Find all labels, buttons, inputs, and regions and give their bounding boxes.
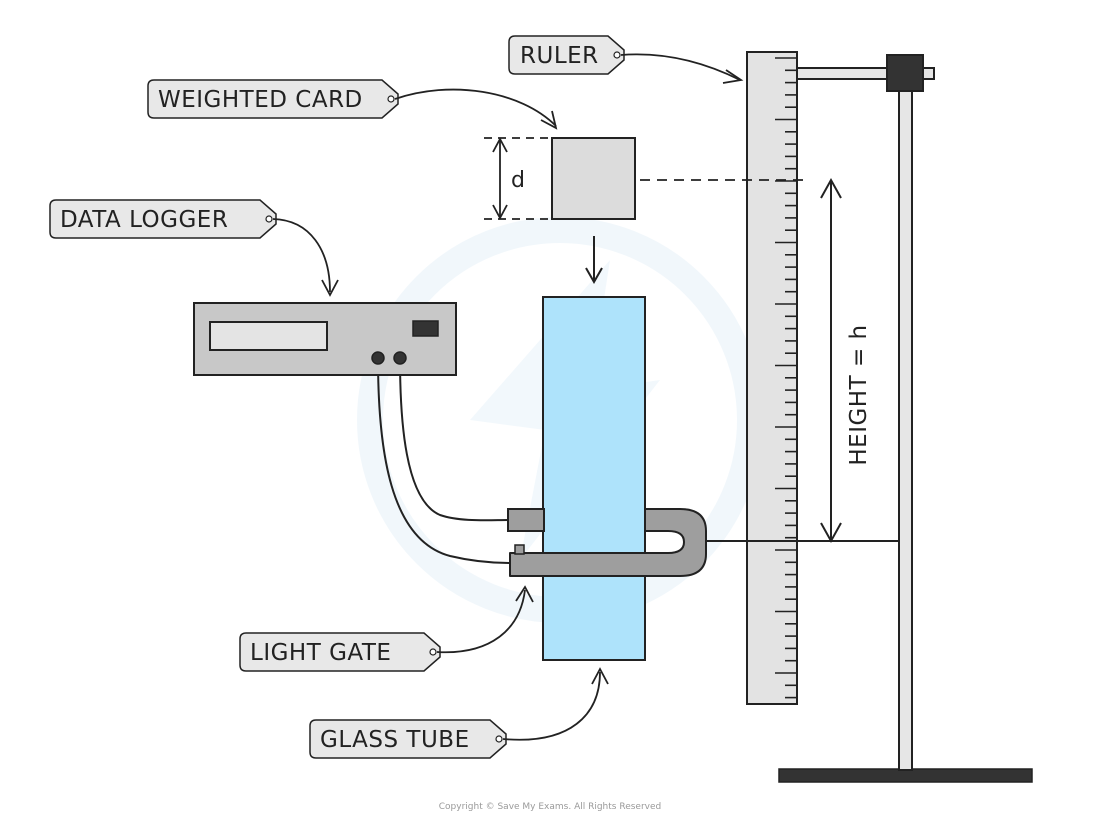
- glass-tube-pointer: [502, 671, 601, 741]
- stand-rod: [898, 81, 913, 771]
- logger-display: [209, 321, 328, 351]
- card-width-dimension: [484, 137, 552, 220]
- height-arrow: [820, 177, 842, 544]
- data-logger-tag: DATA LOGGER: [49, 199, 277, 239]
- glass-tube-tag-label: GLASS TUBE: [320, 727, 470, 753]
- glass-tube: [542, 296, 646, 661]
- light-gate-tag: LIGHT GATE: [239, 632, 441, 672]
- logger-socket-2: [393, 351, 407, 365]
- falling-arrow: [585, 236, 603, 285]
- card-width-label: d: [511, 168, 525, 193]
- weighted-card-tag-label: WEIGHTED CARD: [158, 87, 363, 113]
- data-logger: [193, 302, 457, 376]
- copyright-text: Copyright © Save My Exams. All Rights Re…: [439, 802, 661, 812]
- height-label: HEIGHT = h: [846, 324, 872, 465]
- ruler-tag-label: RULER: [520, 43, 599, 69]
- clamp-boss: [886, 54, 924, 92]
- data-logger-pointer: [272, 218, 331, 293]
- light-gate: [507, 508, 707, 577]
- cables: [377, 357, 511, 564]
- weighted-card-tag: WEIGHTED CARD: [147, 79, 399, 119]
- weighted-card: [551, 137, 636, 220]
- glass-tube-tag: GLASS TUBE: [309, 719, 507, 759]
- weighted-card-pointer: [394, 88, 557, 127]
- ruler-pointer: [620, 53, 741, 81]
- logger-socket-1: [371, 351, 385, 365]
- ruler-tag: RULER: [508, 35, 625, 75]
- data-logger-tag-label: DATA LOGGER: [60, 207, 228, 233]
- ruler-ticks: [775, 57, 797, 699]
- logger-button: [412, 320, 439, 337]
- light-gate-pointer: [436, 589, 526, 654]
- light-gate-tag-label: LIGHT GATE: [250, 640, 391, 666]
